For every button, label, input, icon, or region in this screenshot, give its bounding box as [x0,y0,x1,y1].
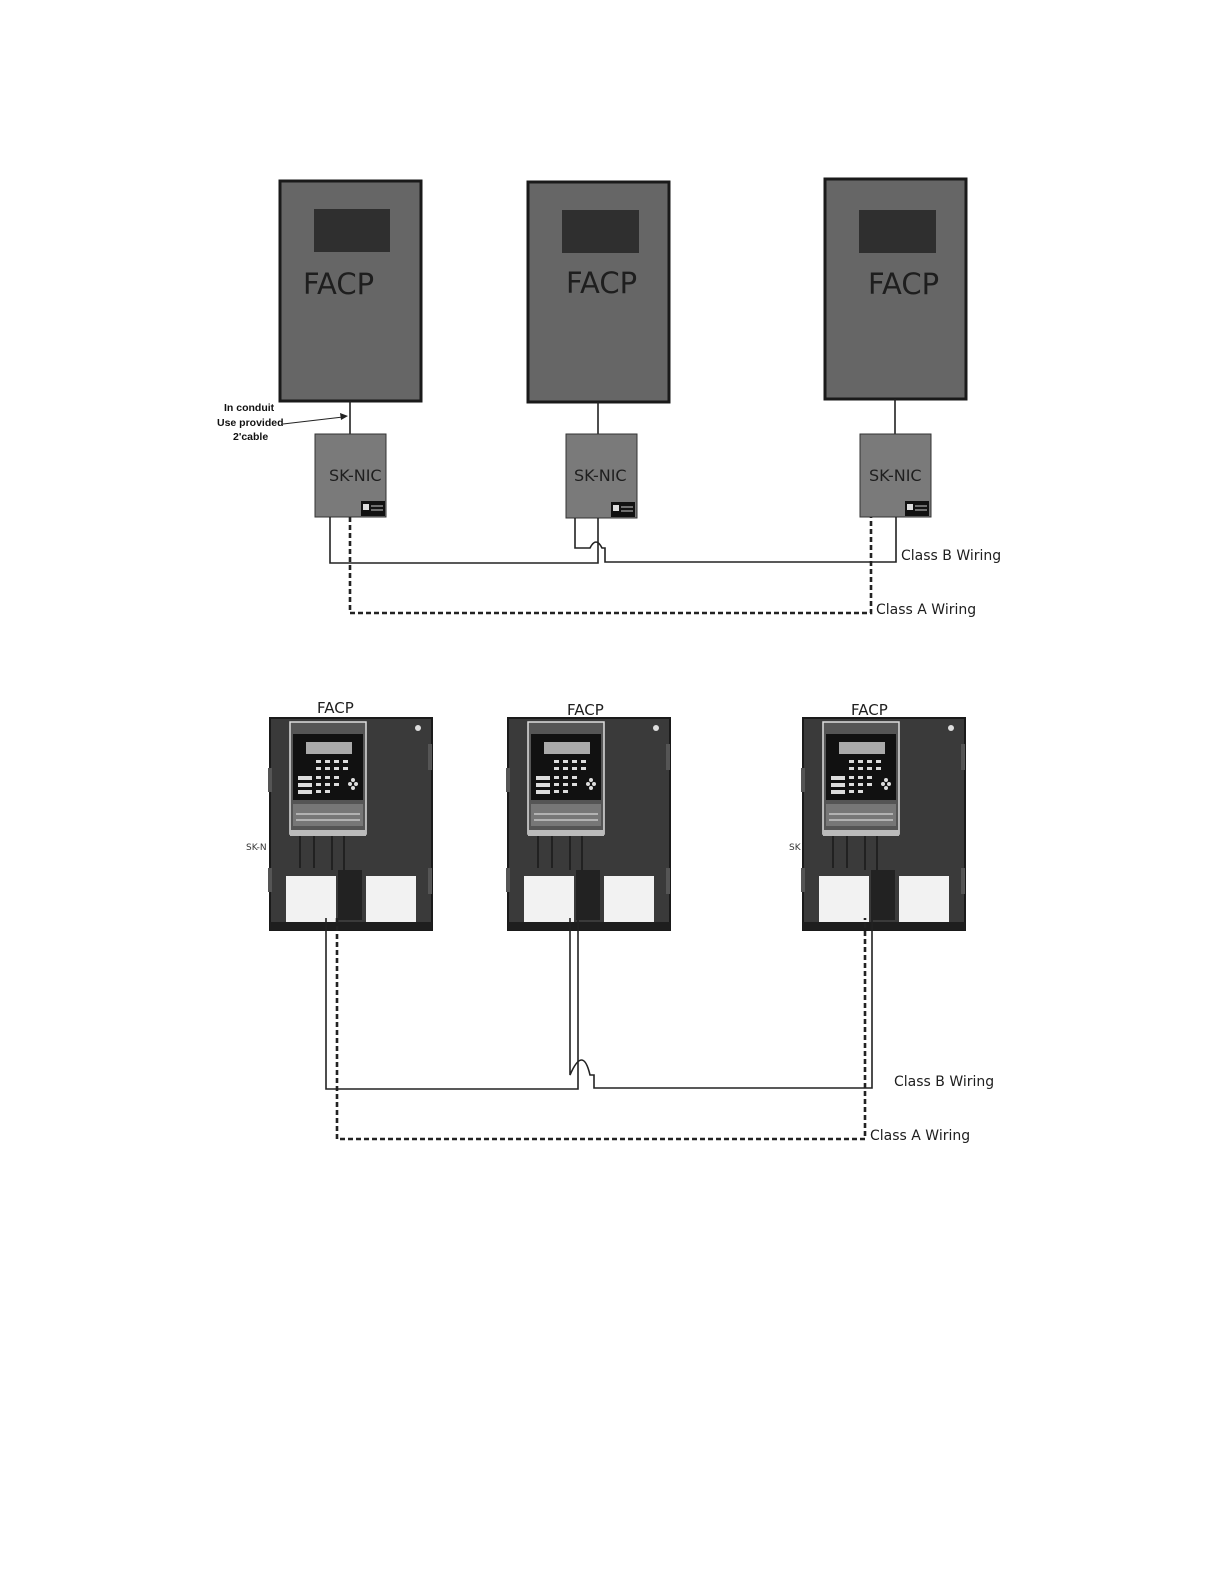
note-line-2: Use provided [217,417,284,429]
facp-cabinet-label-1: FACP [317,699,354,717]
sk-nic-label-3: SK-NIC [869,466,922,485]
class-b-wire-bottom [326,918,578,1089]
class-a-wire-bottom [337,918,865,1139]
facp-cabinet-label-3: FACP [851,701,888,719]
facp-cabinet-1: FACP SK-N [246,699,432,930]
sk-nic-logo-icon-3 [905,501,929,516]
class-b-wire-top [330,517,598,563]
note-line-3: 2'cable [233,431,268,443]
class-b-label-top: Class B Wiring [901,548,1001,564]
sk-nic-logo-icon-2 [611,502,635,517]
sk-nic-label-2: SK-NIC [574,466,627,485]
facp-label-2: FACP [566,266,637,300]
edge-label-3: SK [789,843,802,853]
sk-nic-module-2: SK-NIC [566,434,637,518]
facp-cabinet-label-2: FACP [567,701,604,719]
note-line-1: In conduit [224,402,275,414]
facp-cabinet-2: FACP [506,701,670,930]
facp-label-1: FACP [303,267,374,301]
facp-display-3 [859,210,936,253]
class-a-label-bottom: Class A Wiring [870,1128,970,1144]
note-arrow-icon [283,417,343,424]
sk-nic-module-1: SK-NIC [315,434,386,517]
bottom-diagram: FACP SK-N FACP FACP SK Class B Wiring Cl… [246,699,994,1144]
class-b-wire-top-2 [575,517,896,562]
facp-panel-3: FACP [825,179,966,399]
class-a-wire-top [350,517,871,613]
facp-display-1 [314,209,390,252]
facp-cabinet-3: FACP SK [789,701,965,930]
top-diagram: FACP FACP FACP SK-NIC [217,179,1001,618]
sk-nic-label-1: SK-NIC [329,466,382,485]
class-b-label-bottom: Class B Wiring [894,1074,994,1090]
edge-label-1: SK-N [246,843,267,853]
class-b-wire-bottom-2 [570,918,872,1088]
facp-label-3: FACP [868,267,939,301]
facp-panel-1: FACP [280,181,421,401]
facp-display-2 [562,210,639,253]
sk-nic-logo-icon-1 [361,501,385,516]
sk-nic-module-3: SK-NIC [860,434,931,517]
class-a-label-top: Class A Wiring [876,602,976,618]
facp-panel-2: FACP [528,182,669,402]
